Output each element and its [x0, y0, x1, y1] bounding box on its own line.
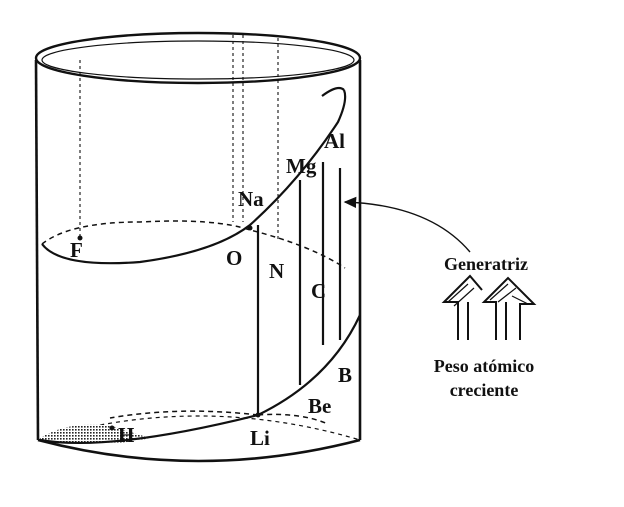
cylinder-left-wall	[34, 59, 40, 441]
label-o: O	[226, 246, 242, 270]
label-n: N	[269, 259, 284, 283]
cylinder	[34, 31, 362, 463]
helix-turn-lower	[39, 314, 361, 445]
label-mg: Mg	[286, 154, 317, 178]
label-f: F	[70, 238, 83, 262]
creciente-label: creciente	[450, 380, 519, 400]
label-al: Al	[324, 129, 345, 153]
label-h: H	[118, 423, 134, 447]
label-b: B	[338, 363, 352, 387]
label-c: C	[311, 279, 326, 303]
point-f	[77, 235, 83, 241]
cylinder-top-rim-inner	[41, 40, 355, 80]
helix-turn-upper	[41, 89, 347, 265]
cylinder-bottom-front	[37, 438, 361, 463]
helix-visible	[39, 86, 361, 445]
label-be: Be	[308, 394, 331, 418]
generatrix-lines	[256, 162, 342, 415]
generatriz-pointer-arrow	[343, 196, 471, 253]
projection-lines	[79, 35, 279, 242]
generatriz-label: Generatriz	[444, 254, 528, 274]
label-na: Na	[238, 187, 264, 211]
label-li: Li	[250, 426, 270, 450]
element-points	[77, 225, 261, 431]
helix-hidden-parts	[41, 220, 346, 425]
point-li	[255, 412, 261, 418]
shaded-base-region	[40, 424, 150, 444]
peso-atomico-label: Peso atómico	[434, 356, 534, 376]
cylinder-top-rim-outer	[34, 31, 362, 85]
point-h	[109, 425, 115, 431]
up-arrows-icon	[441, 274, 537, 340]
helix-top-curl	[321, 86, 345, 97]
point-o	[247, 225, 253, 231]
